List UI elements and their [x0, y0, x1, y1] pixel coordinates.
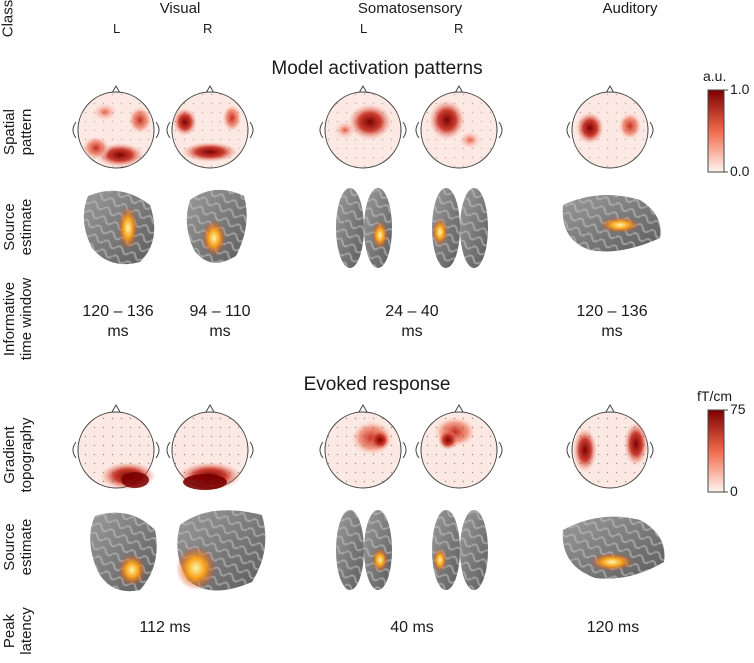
topomap-evoked-visual-left — [72, 403, 160, 490]
topomap-model-somato-right — [415, 84, 503, 169]
brain-model-auditory — [562, 195, 661, 252]
time-window-visual-left: 120 – 136 ms — [76, 302, 160, 342]
time-window-visual-right: 94 – 110 ms — [178, 302, 262, 342]
somato-left-label: L — [360, 21, 368, 36]
model-section-title: Model activation patterns — [271, 58, 483, 79]
column-visual: Visual — [159, 0, 201, 17]
visual-left-label: L — [113, 21, 121, 36]
column-somatosensory: Somatosensory — [357, 0, 463, 17]
topomap-model-visual-left — [72, 84, 160, 169]
time-window-auditory: 120 – 136 ms — [570, 302, 654, 342]
somato-right-label: R — [454, 21, 464, 36]
topomap-model-somato-left — [319, 84, 407, 169]
brain-evoked-visual-right — [176, 510, 266, 591]
visual-right-label: R — [203, 21, 213, 36]
colorbar-top-min: 0.0 — [730, 163, 750, 179]
brain-model-visual-left — [83, 190, 155, 265]
brain-model-somato-left — [336, 188, 392, 268]
topomap-evoked-auditory — [566, 403, 654, 489]
brain-evoked-auditory — [562, 516, 665, 579]
brain-model-visual-right — [186, 189, 247, 263]
colorbar-bottom-unit: fT/cm — [697, 388, 732, 404]
colorbar-top — [707, 89, 725, 173]
topomap-model-auditory — [566, 84, 654, 169]
time-window-auditory-range: 120 – 136 — [576, 303, 648, 320]
colorbar-top-max: 1.0 — [730, 81, 750, 97]
brain-evoked-visual-left — [90, 512, 157, 592]
brain-evoked-somato-right — [432, 510, 488, 590]
time-window-somatosensory-range: 24 – 40 — [385, 303, 439, 320]
topomap-model-visual-right — [166, 84, 254, 169]
column-auditory: Auditory — [602, 0, 658, 17]
topomap-evoked-somato-right — [415, 403, 503, 489]
peak-latency-somatosensory: 40 ms — [390, 619, 434, 636]
colorbar-bottom — [707, 409, 725, 493]
topomap-evoked-visual-right — [166, 403, 254, 490]
topomap-evoked-somato-left — [319, 403, 407, 489]
time-window-visual-left-unit: ms — [107, 323, 129, 340]
peak-latency-visual: 112 ms — [139, 619, 191, 636]
colorbar-bottom-max: 75 — [730, 401, 746, 417]
colorbar-top-unit: a.u. — [703, 68, 727, 84]
brain-model-somato-right — [432, 188, 488, 268]
time-window-somatosensory: 24 – 40 ms — [370, 302, 454, 342]
colorbar-bottom-min: 0 — [730, 483, 738, 499]
evoked-section-title: Evoked response — [303, 374, 451, 395]
time-window-somatosensory-unit: ms — [401, 323, 423, 340]
time-window-visual-right-unit: ms — [209, 323, 231, 340]
time-window-auditory-unit: ms — [601, 323, 623, 340]
time-window-visual-left-range: 120 – 136 — [82, 303, 154, 320]
brain-evoked-somato-left — [336, 510, 392, 590]
peak-latency-auditory: 120 ms — [586, 619, 640, 636]
time-window-visual-right-range: 94 – 110 — [189, 303, 251, 320]
